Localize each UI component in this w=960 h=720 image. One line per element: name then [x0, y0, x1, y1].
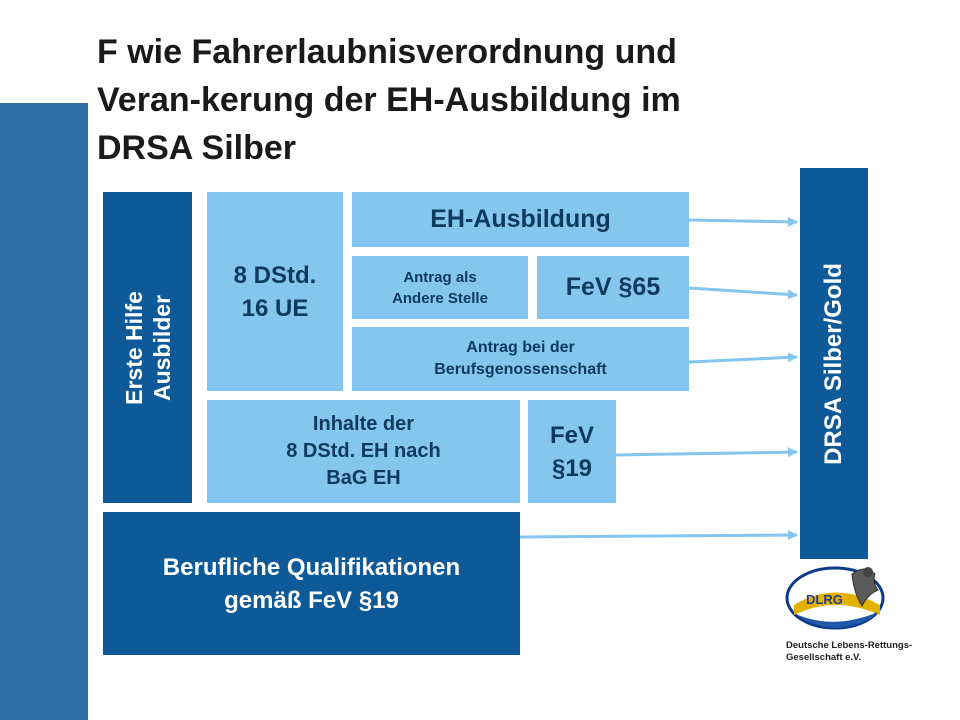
- antrag-andere-line: Antrag als: [403, 268, 477, 286]
- box-fev-19: FeV §19: [528, 400, 616, 503]
- title-line: F wie Fahrerlaubnisverordnung und: [97, 33, 677, 71]
- inhalte-line: Inhalte der: [312, 413, 415, 435]
- box-fev-65: FeV §65: [537, 256, 689, 319]
- slide-title: F wie Fahrerlaubnisverordnung und Veran-…: [97, 28, 877, 172]
- berufliche-line: gemäß FeV §19: [224, 586, 399, 614]
- box-antrag-berufsgenossenschaft: Antrag bei der Berufsgenossenschaft: [352, 327, 689, 391]
- berufliche-line: Berufliche Qualifikationen: [162, 553, 461, 581]
- antrag-andere-line: Andere Stelle: [392, 289, 488, 307]
- slide-side-bar: [0, 103, 88, 720]
- eh-ausbildung-label: EH-Ausbildung: [430, 205, 611, 233]
- box-antrag-andere-stelle: Antrag als Andere Stelle: [352, 256, 528, 319]
- arrow-fev-65: [688, 286, 798, 300]
- logo-text: DLRG: [806, 592, 843, 607]
- logo-caption: Deutsche Lebens-Rettungs- Gesellschaft e…: [786, 640, 912, 664]
- inhalte-line: 8 DStd. EH nach: [286, 440, 441, 462]
- box-8-dstd: 8 DStd. 16 UE: [207, 192, 343, 391]
- box-erste-hilfe-ausbilder: Erste Hilfe Ausbilder: [103, 192, 192, 503]
- antrag-bg-line: Antrag bei der: [466, 339, 575, 356]
- box-inhalte-8-dstd: Inhalte der 8 DStd. EH nach BaG EH: [207, 400, 520, 503]
- arrow-berufliche: [519, 530, 798, 541]
- dlrg-logo: DLRG: [785, 566, 885, 630]
- fev19-line: §19: [551, 454, 593, 482]
- logo-caption-line: Gesellschaft e.V.: [786, 652, 862, 663]
- dstd-line: 16 UE: [241, 294, 309, 322]
- arrow-eh-ausbildung: [688, 216, 798, 227]
- antrag-bg-line: Berufsgenossenschaft: [434, 361, 607, 378]
- title-line: DRSA Silber: [97, 129, 297, 167]
- box-eh-ausbildung: EH-Ausbildung: [352, 192, 689, 247]
- fev65-label: FeV §65: [565, 273, 661, 301]
- title-line: Veran-kerung der EH-Ausbildung im: [97, 81, 681, 119]
- dstd-line: 8 DStd.: [233, 261, 317, 289]
- arrow-fev-19: [615, 447, 798, 458]
- box-berufliche-qualifikationen: Berufliche Qualifikationen gemäß FeV §19: [103, 512, 520, 655]
- fev19-line: FeV: [549, 421, 594, 449]
- arrow-berufsgenossenschaft: [688, 352, 798, 364]
- box-drsa-silber-gold: DRSA Silber/Gold: [800, 168, 868, 559]
- logo-caption-line: Deutsche Lebens-Rettungs-: [786, 640, 913, 651]
- inhalte-line: BaG EH: [326, 467, 401, 489]
